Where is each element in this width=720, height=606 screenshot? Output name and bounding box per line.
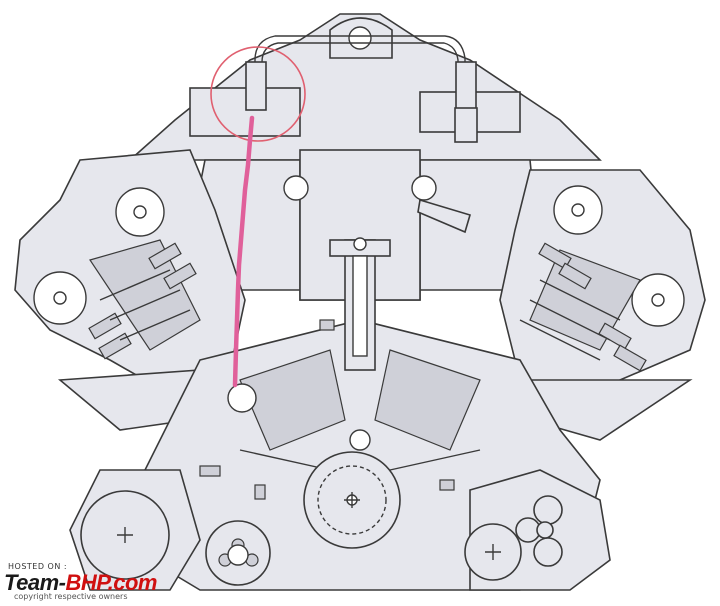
- brand-logo: Team-BHP.com: [4, 570, 157, 596]
- left-pulley: [69, 469, 201, 591]
- connecting-rod: [329, 237, 391, 371]
- right-cylinder-head: [499, 169, 706, 422]
- crankshaft: [303, 451, 401, 549]
- right-pump-cluster: [464, 469, 611, 591]
- copyright-text: copyright respective owners: [14, 592, 128, 601]
- watermark: HOSTED ON : Team-BHP.com copyright respe…: [4, 562, 204, 602]
- plenum-block: [184, 149, 541, 301]
- left-cylinder-head: [14, 149, 246, 401]
- fasteners: [199, 319, 455, 500]
- red-circle-outline-icon: [210, 46, 306, 142]
- magenta-handdrawn-line-icon: [232, 115, 255, 388]
- brand-prefix: Team-: [4, 570, 66, 595]
- injector-rail: [245, 35, 478, 143]
- oil-pump: [205, 520, 271, 586]
- hosted-label: HOSTED ON :: [8, 562, 68, 571]
- brand-suffix: BHP.com: [65, 570, 157, 595]
